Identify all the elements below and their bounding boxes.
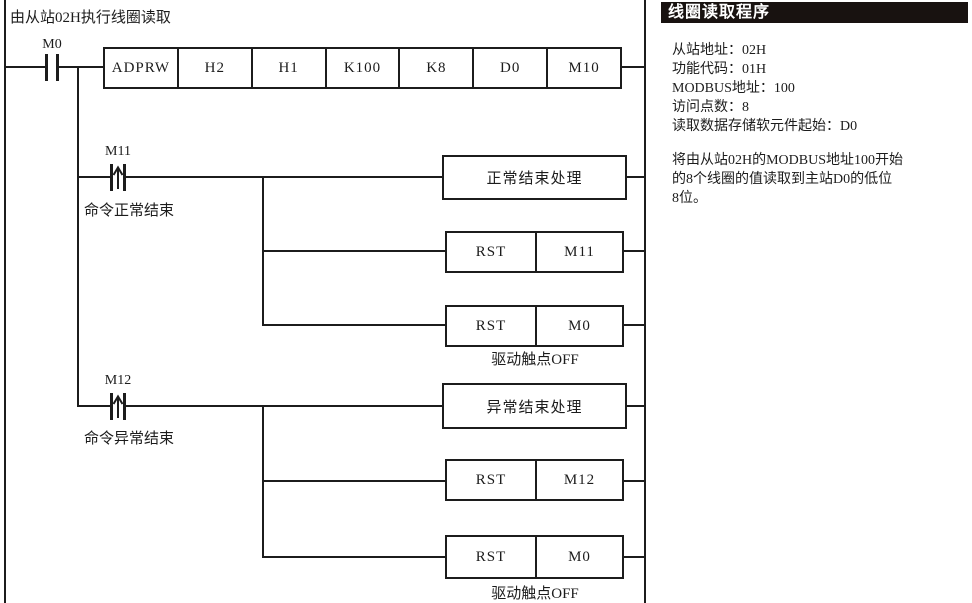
wire-segment — [622, 480, 644, 482]
wire-segment — [58, 66, 103, 68]
adprw-cell-points: K8 — [398, 49, 472, 87]
contact-m0 — [45, 54, 48, 81]
contact-m11-rising — [123, 164, 126, 191]
wire-segment — [262, 250, 445, 252]
rst-opcode: RST — [475, 243, 507, 260]
rst-m0-box: RST M0 — [445, 535, 624, 579]
rst-operand: M0 — [535, 537, 622, 577]
panel-title: 线圈读取程序 — [661, 2, 968, 23]
rst-m12-box: RST M12 — [445, 459, 624, 501]
rising-edge-arrow-icon — [112, 165, 124, 189]
adprw-cell-address: K100 — [324, 49, 399, 87]
adprw-cell-flag: M10 — [546, 49, 620, 87]
detail-access-points: 访问点数：8 — [672, 100, 749, 115]
rising-edge-arrow-icon — [112, 394, 124, 418]
detail-storage-device: 读取数据存储软元件起始：D0 — [672, 119, 858, 134]
wire-segment — [622, 324, 644, 326]
contact-m12-label: M12 — [104, 373, 132, 388]
rst-opcode: RST — [475, 471, 507, 488]
wire-segment — [262, 556, 445, 558]
wire-segment — [625, 405, 644, 407]
detail-slave-address: 从站地址：02H — [672, 43, 767, 58]
adprw-cell-device: D0 — [472, 49, 546, 87]
error-end-process-box: 异常结束处理 — [442, 383, 627, 429]
description-line: 8位。 — [672, 191, 707, 206]
rst-m0-box: RST M0 — [445, 305, 624, 347]
contact-m12-rising — [110, 393, 113, 420]
normal-end-process-box: 正常结束处理 — [442, 155, 627, 200]
panel-details: 从站地址：02H 功能代码：01H MODBUS地址：100 访问点数：8 读取… — [672, 41, 857, 136]
description-line: 将由从站02H的MODBUS地址100开始 — [672, 153, 904, 168]
power-rail-left — [4, 0, 6, 603]
wire-segment — [77, 405, 111, 407]
rst-opcode: RST — [475, 548, 507, 565]
wire-segment — [77, 176, 111, 178]
description-line: 的8个线圈的值读取到主站D0的低位 — [672, 172, 893, 187]
adprw-cell-function: H1 — [250, 49, 325, 87]
wire-segment — [625, 176, 644, 178]
wire-segment — [4, 66, 46, 68]
detail-function-code: 功能代码：01H — [672, 62, 767, 77]
power-rail-right — [644, 0, 646, 603]
drive-contact-off-label: 驱动触点OFF — [491, 352, 579, 368]
wire-segment — [126, 176, 442, 178]
wire-segment — [622, 250, 644, 252]
panel-description: 将由从站02H的MODBUS地址100开始 的8个线圈的值读取到主站D0的低位 … — [672, 151, 903, 208]
contact-m11-rising — [110, 164, 113, 191]
detail-modbus-address: MODBUS地址：100 — [672, 81, 795, 96]
contact-m11-label: M11 — [105, 144, 131, 159]
contact-m12-caption: 命令异常结束 — [84, 431, 175, 447]
rst-operand: M12 — [535, 461, 622, 499]
wire-segment — [262, 324, 445, 326]
adprw-instruction-block: ADPRW H2 H1 K100 K8 D0 M10 — [103, 47, 622, 89]
adprw-cell-station: H2 — [176, 49, 251, 87]
drive-contact-off-label: 驱动触点OFF — [491, 586, 579, 602]
branch-wire-vertical — [77, 66, 79, 407]
rst-operand: M11 — [535, 233, 622, 271]
rst-operand: M0 — [535, 307, 622, 345]
wire-segment — [126, 405, 442, 407]
wire-segment — [622, 556, 644, 558]
adprw-cell-opcode: ADPRW — [111, 59, 171, 76]
contact-m0-label: M0 — [42, 37, 62, 52]
rung-comment: 由从站02H执行线圈读取 — [10, 10, 171, 26]
wire-segment — [622, 66, 644, 68]
rst-m11-box: RST M11 — [445, 231, 624, 273]
wire-segment — [262, 480, 445, 482]
rst-opcode: RST — [475, 317, 507, 334]
contact-m0 — [56, 54, 59, 81]
contact-m12-rising — [123, 393, 126, 420]
contact-m11-caption: 命令正常结束 — [84, 203, 175, 219]
